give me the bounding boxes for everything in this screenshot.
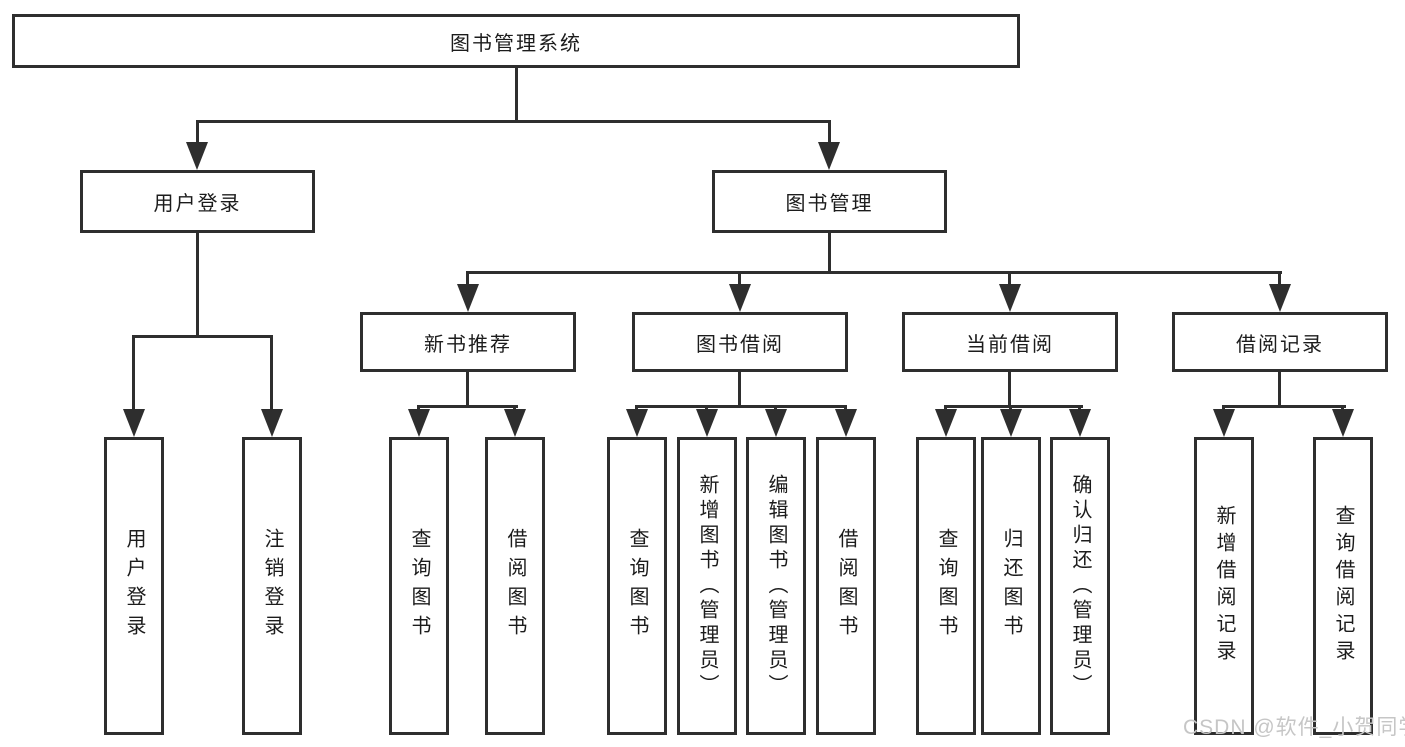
- leaf-query-books-borrowing: 查询图书: [607, 437, 667, 735]
- leaf-add-borrowing-record: 新增借阅记录: [1194, 437, 1254, 735]
- arrow-down-icon: [1213, 409, 1235, 437]
- connector-line: [635, 405, 847, 408]
- node-book-management-system: 图书管理系统: [12, 14, 1020, 68]
- arrow-down-icon: [1332, 409, 1354, 437]
- connector-line: [196, 233, 199, 335]
- arrow-down-icon: [1000, 409, 1022, 437]
- node-new-book-recommend: 新书推荐: [360, 312, 576, 372]
- node-user-login: 用户登录: [80, 170, 315, 233]
- connector-line: [196, 120, 199, 146]
- node-label: 当前借阅: [966, 333, 1054, 356]
- connector-line: [1278, 271, 1281, 287]
- arrow-down-icon: [504, 409, 526, 437]
- connector-line: [828, 233, 831, 271]
- node-current-borrowing: 当前借阅: [902, 312, 1118, 372]
- arrow-down-icon: [818, 142, 840, 170]
- connector-line: [270, 335, 273, 413]
- arrow-down-icon: [696, 409, 718, 437]
- connector-line: [466, 372, 469, 405]
- arrow-down-icon: [1269, 284, 1291, 312]
- connector-line: [738, 372, 741, 405]
- arrow-down-icon: [935, 409, 957, 437]
- connector-line: [1222, 405, 1346, 408]
- node-label: 借阅记录: [1236, 333, 1324, 356]
- leaf-query-books-recommend: 查询图书: [389, 437, 449, 735]
- arrow-down-icon: [123, 409, 145, 437]
- leaf-user-login: 用户登录: [104, 437, 164, 735]
- node-label: 图书管理系统: [450, 32, 582, 55]
- connector-line: [944, 405, 1083, 408]
- arrow-down-icon: [626, 409, 648, 437]
- leaf-query-borrowing-record: 查询借阅记录: [1313, 437, 1373, 735]
- leaf-edit-book-admin: 编辑图书（管理员）: [746, 437, 806, 735]
- connector-line: [828, 120, 831, 146]
- arrow-down-icon: [457, 284, 479, 312]
- connector-line: [738, 271, 741, 287]
- leaf-return-book: 归还图书: [981, 437, 1041, 735]
- arrow-down-icon: [261, 409, 283, 437]
- connector-line: [466, 271, 1282, 274]
- connector-line: [515, 68, 518, 120]
- node-book-management: 图书管理: [712, 170, 947, 233]
- arrow-down-icon: [1069, 409, 1091, 437]
- leaf-add-book-admin: 新增图书（管理员）: [677, 437, 737, 735]
- leaf-confirm-return-admin: 确认归还（管理员）: [1050, 437, 1110, 735]
- node-book-borrowing: 图书借阅: [632, 312, 848, 372]
- connector-line: [1278, 372, 1281, 405]
- watermark-text: CSDN @软件_小贺同学: [1183, 716, 1405, 739]
- leaf-borrow-books-borrowing: 借阅图书: [816, 437, 876, 735]
- leaf-borrow-books-recommend: 借阅图书: [485, 437, 545, 735]
- node-label: 用户登录: [153, 193, 242, 215]
- node-label: 图书管理: [785, 193, 874, 215]
- arrow-down-icon: [186, 142, 208, 170]
- connector-line: [132, 335, 135, 413]
- leaf-logout: 注销登录: [242, 437, 302, 735]
- connector-line: [1008, 372, 1011, 405]
- node-label: 图书借阅: [696, 333, 784, 356]
- connector-line: [1008, 271, 1011, 287]
- connector-line: [466, 271, 469, 287]
- arrow-down-icon: [765, 409, 787, 437]
- connector-line: [132, 335, 273, 338]
- node-label: 新书推荐: [424, 333, 512, 356]
- leaf-query-books-current: 查询图书: [916, 437, 976, 735]
- arrow-down-icon: [835, 409, 857, 437]
- connector-line: [196, 120, 831, 123]
- arrow-down-icon: [999, 284, 1021, 312]
- arrow-down-icon: [729, 284, 751, 312]
- node-borrowing-records: 借阅记录: [1172, 312, 1388, 372]
- connector-line: [417, 405, 518, 408]
- arrow-down-icon: [408, 409, 430, 437]
